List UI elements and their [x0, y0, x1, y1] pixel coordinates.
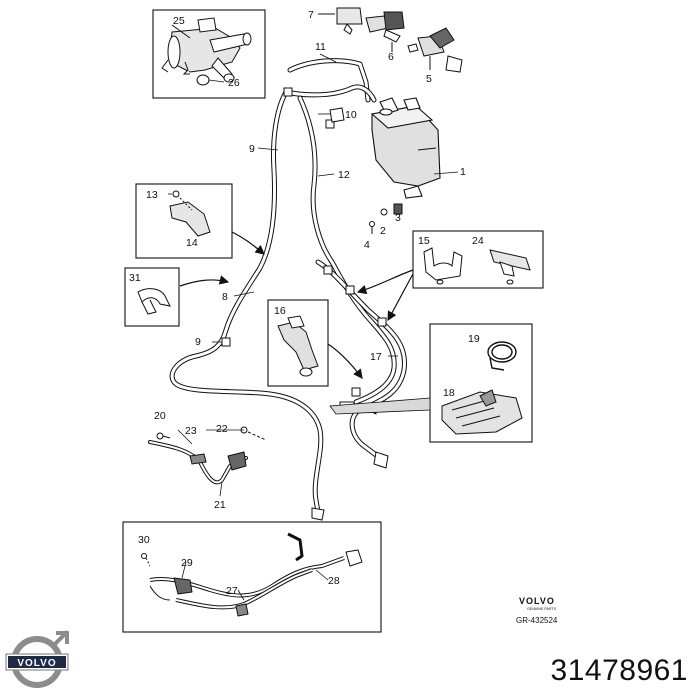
- callout-31: 31: [129, 272, 141, 284]
- callout-labels: 25 26 7 6 5 11 10 9 12 1 3 2 4 13 14 15 …: [129, 9, 484, 597]
- callout-22: 22: [216, 423, 228, 435]
- part-31-clip: [137, 288, 171, 315]
- callout-18: 18: [443, 387, 455, 399]
- callout-11: 11: [315, 41, 326, 53]
- hose-routing: [148, 58, 407, 515]
- callout-2: 2: [380, 225, 386, 237]
- callout-15: 15: [418, 235, 430, 247]
- callout-13: 13: [146, 189, 158, 201]
- small-logo-text: VOLVO: [519, 596, 555, 606]
- leader-lines: [168, 53, 398, 601]
- detail-box-27-30: [122, 521, 382, 633]
- part-13-14-bracket: [169, 190, 211, 237]
- callout-17: 17: [370, 351, 382, 363]
- callout-1: 1: [460, 166, 466, 178]
- parts-20-23-sensor-lead: [156, 426, 267, 441]
- part-number: 31478961: [550, 654, 688, 687]
- volvo-logo-text: VOLVO: [17, 658, 56, 669]
- callout-21: 21: [214, 499, 226, 511]
- callout-14: 14: [186, 237, 198, 249]
- part-6-valve: [365, 11, 405, 52]
- callout-3: 3: [395, 212, 401, 224]
- small-logo-subtext: GENUINE PARTS: [527, 607, 557, 611]
- callout-9-upper: 9: [249, 143, 255, 155]
- callout-4: 4: [364, 239, 370, 251]
- callout-28: 28: [328, 575, 340, 587]
- drawing-reference: GR-432524: [516, 616, 558, 625]
- part-18-pointer: [329, 397, 431, 415]
- callout-29: 29: [181, 557, 193, 569]
- callout-20: 20: [154, 410, 166, 422]
- callout-23: 23: [185, 425, 197, 437]
- callout-24: 24: [472, 235, 484, 247]
- parts-27-30-harness: [141, 532, 363, 617]
- hose-fittings: [189, 87, 389, 521]
- callout-6: 6: [388, 51, 394, 63]
- callout-5: 5: [426, 73, 432, 85]
- volvo-logo: VOLVO: [5, 630, 69, 688]
- callout-30: 30: [138, 534, 150, 546]
- callout-25: 25: [173, 15, 185, 27]
- callout-27: 27: [226, 585, 238, 597]
- detail-arrows: [179, 231, 431, 415]
- part-19-clamp: [487, 341, 517, 371]
- part-5-valve: [407, 27, 463, 73]
- callout-8: 8: [222, 291, 228, 303]
- part-7-connector: [318, 7, 363, 35]
- part-15-clip: [423, 247, 463, 285]
- part-16-clamp: [277, 315, 319, 377]
- callout-7: 7: [308, 9, 314, 21]
- volvo-genuine-parts-mark: VOLVO GENUINE PARTS GR-432524: [516, 596, 558, 625]
- small-fasteners: [329, 107, 403, 234]
- callout-9-lower: 9: [195, 336, 201, 348]
- part-18-shield: [441, 389, 523, 435]
- part-25-valve-assembly: [161, 17, 252, 86]
- callout-10: 10: [345, 109, 357, 121]
- callout-16: 16: [274, 305, 286, 317]
- callout-19: 19: [468, 333, 480, 345]
- callout-12: 12: [338, 169, 350, 181]
- part-1-evap-canister: [370, 97, 441, 199]
- part-24-clip: [489, 249, 531, 285]
- callout-26: 26: [228, 77, 240, 89]
